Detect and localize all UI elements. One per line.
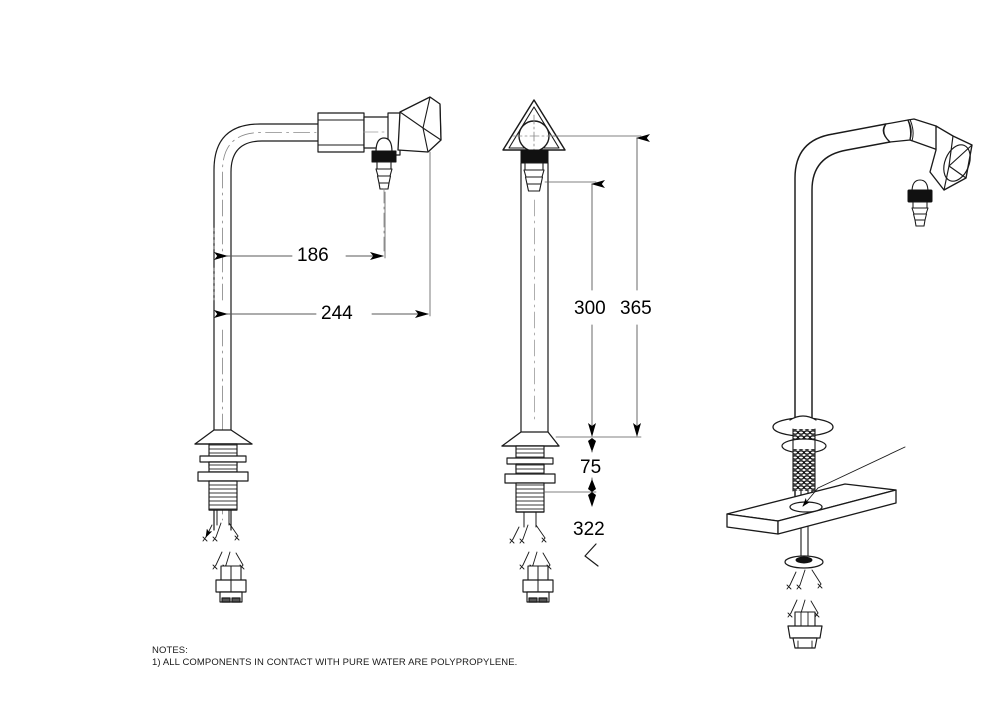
- mounting-hole: [789, 501, 823, 513]
- valve-body-iso: [883, 118, 941, 151]
- dimension-value-186: 186: [297, 245, 329, 266]
- notes-item-1: 1) ALL COMPONENTS IN CONTACT WITH PURE W…: [152, 656, 518, 668]
- dimension-line-322: [584, 492, 599, 567]
- inlet-fitting-iso: [787, 599, 823, 649]
- inlet-fitting-front: [519, 551, 554, 603]
- mounting-flange-iso: [772, 415, 834, 437]
- mounting-flange-front: [501, 431, 560, 447]
- dimension-line-300: [588, 180, 605, 437]
- hose-barb-nozzle-iso: [907, 179, 933, 227]
- triangular-handle-top: [502, 99, 566, 158]
- dimension-line-244: [214, 151, 431, 318]
- dimension-value-244: 244: [321, 303, 353, 324]
- threaded-shank-iso: [781, 428, 827, 569]
- threaded-shank-front: [504, 445, 556, 528]
- notes-heading: NOTES:: [152, 645, 188, 656]
- notes-block: NOTES: 1) ALL COMPONENTS IN CONTACT WITH…: [152, 645, 517, 668]
- dimension-value-300: 300: [574, 298, 606, 319]
- break-symbol: [584, 543, 599, 567]
- lock-nut: [197, 471, 249, 482]
- lower-washer-iso: [784, 555, 824, 569]
- dimension-value-75: 75: [580, 457, 602, 478]
- dimension-line-186: [214, 191, 386, 260]
- mounting-hole-leader: [802, 446, 906, 507]
- threaded-shank: [197, 443, 249, 526]
- countertop-slab: [726, 483, 897, 535]
- side-view-faucet: [194, 96, 442, 603]
- shank-leader-marks-front: [509, 524, 547, 544]
- dimension-value-322: 322: [573, 519, 605, 540]
- gooseneck-spout: [213, 123, 319, 531]
- column-body: [520, 162, 549, 433]
- dimension-line-365: [633, 134, 650, 437]
- isometric-view-faucet: [726, 118, 973, 649]
- dimension-value-365: 365: [620, 298, 652, 319]
- triangular-handle-iso: [929, 125, 973, 191]
- valve-collar: [520, 149, 549, 164]
- shank-leader-marks-iso: [786, 569, 823, 590]
- inlet-fitting: [212, 551, 247, 603]
- hose-barb-nozzle-front: [523, 162, 545, 192]
- dimension-line-75: [588, 438, 596, 492]
- shank-leader-marks: [202, 522, 240, 542]
- front-view-faucet: [501, 99, 650, 603]
- triangular-handle: [397, 96, 442, 153]
- lock-washer: [199, 455, 247, 463]
- hose-barb-nozzle: [371, 137, 397, 253]
